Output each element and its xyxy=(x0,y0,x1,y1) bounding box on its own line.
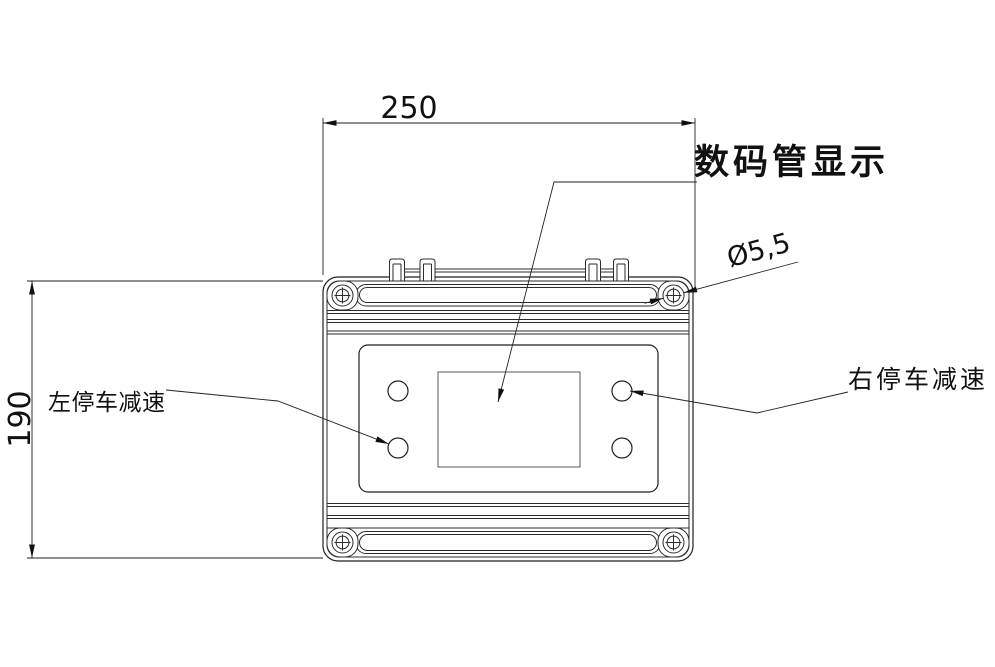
button-hole-bottom-left xyxy=(387,437,409,459)
panel-outline xyxy=(358,344,659,493)
left-button-annotation-leader: 左停车减速 xyxy=(48,389,391,447)
screw-bottom-right-icon xyxy=(662,531,685,554)
mounting-tab-4 xyxy=(613,258,629,282)
right-button-annotation-leader: 右停车减速 xyxy=(629,365,988,414)
width-dimension-label: 250 xyxy=(380,91,437,126)
height-dimension-label: 190 xyxy=(3,390,38,447)
left-button-annotation-label: 左停车减速 xyxy=(48,390,166,416)
screw-top-left-icon xyxy=(331,284,354,307)
width-dimension-250: 250 xyxy=(322,91,696,288)
button-hole-top-left xyxy=(387,380,409,402)
screw-top-right-icon xyxy=(662,284,685,307)
top-rib-lines xyxy=(327,310,689,335)
enclosure-inner-outline xyxy=(326,280,690,558)
screw-bottom-left-icon xyxy=(331,531,354,554)
button-hole-bottom-right xyxy=(611,437,633,459)
mounting-tab-3 xyxy=(585,258,601,282)
height-dimension-190: 190 xyxy=(3,280,323,559)
mounting-tab-1 xyxy=(389,258,405,282)
bottom-rib-lines xyxy=(327,503,689,529)
display-window xyxy=(437,371,581,468)
right-button-annotation-label: 右停车减速 xyxy=(848,365,988,394)
enclosure-outer-outline xyxy=(322,276,694,562)
hole-diameter-label: Ø5,5 xyxy=(724,228,794,275)
corner-screw-tabs xyxy=(326,280,690,558)
display-annotation-leader: 数码管显示 xyxy=(495,143,889,403)
display-annotation-label: 数码管显示 xyxy=(694,143,889,183)
enclosure-body xyxy=(322,258,694,562)
mounting-tab-2 xyxy=(419,258,436,282)
front-panel xyxy=(358,344,659,493)
